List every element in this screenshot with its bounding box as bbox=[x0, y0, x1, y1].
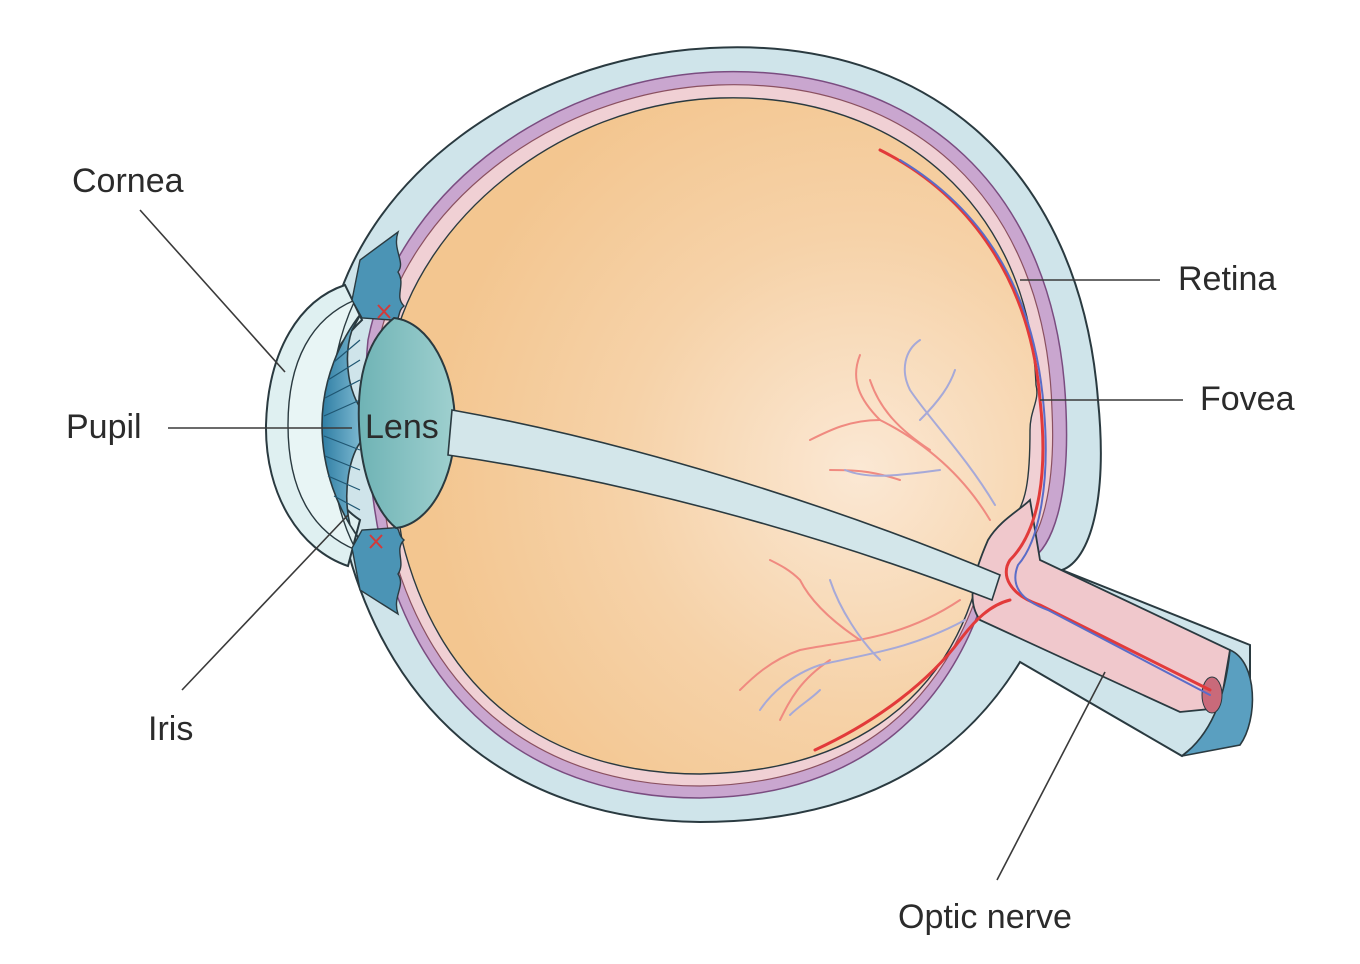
retinal-vessels bbox=[739, 148, 1212, 752]
cornea-label: Cornea bbox=[72, 162, 184, 200]
suspensory-ligament-marks bbox=[369, 304, 391, 549]
lens bbox=[357, 316, 457, 530]
cornea-leader bbox=[139, 209, 286, 373]
iris-label: Iris bbox=[148, 710, 193, 748]
hyaloid-canal bbox=[447, 409, 1001, 602]
iris-leader bbox=[181, 514, 349, 691]
lower-artery bbox=[813, 598, 1012, 752]
optic-nerve-cut-end bbox=[1181, 648, 1254, 757]
central-artery bbox=[878, 148, 1212, 692]
retina-label: Retina bbox=[1178, 260, 1276, 298]
optic-nerve-leader bbox=[996, 671, 1106, 881]
ciliary-body-lower bbox=[351, 526, 406, 616]
pupil-label: Pupil bbox=[66, 408, 142, 446]
fovea-label: Fovea bbox=[1200, 380, 1295, 418]
iris-fibers bbox=[323, 339, 361, 511]
lens-label: Lens bbox=[365, 408, 439, 446]
central-vein bbox=[899, 159, 1211, 696]
optic-nerve-label: Optic nerve bbox=[898, 898, 1072, 936]
optic-nerve-core bbox=[1201, 676, 1223, 714]
